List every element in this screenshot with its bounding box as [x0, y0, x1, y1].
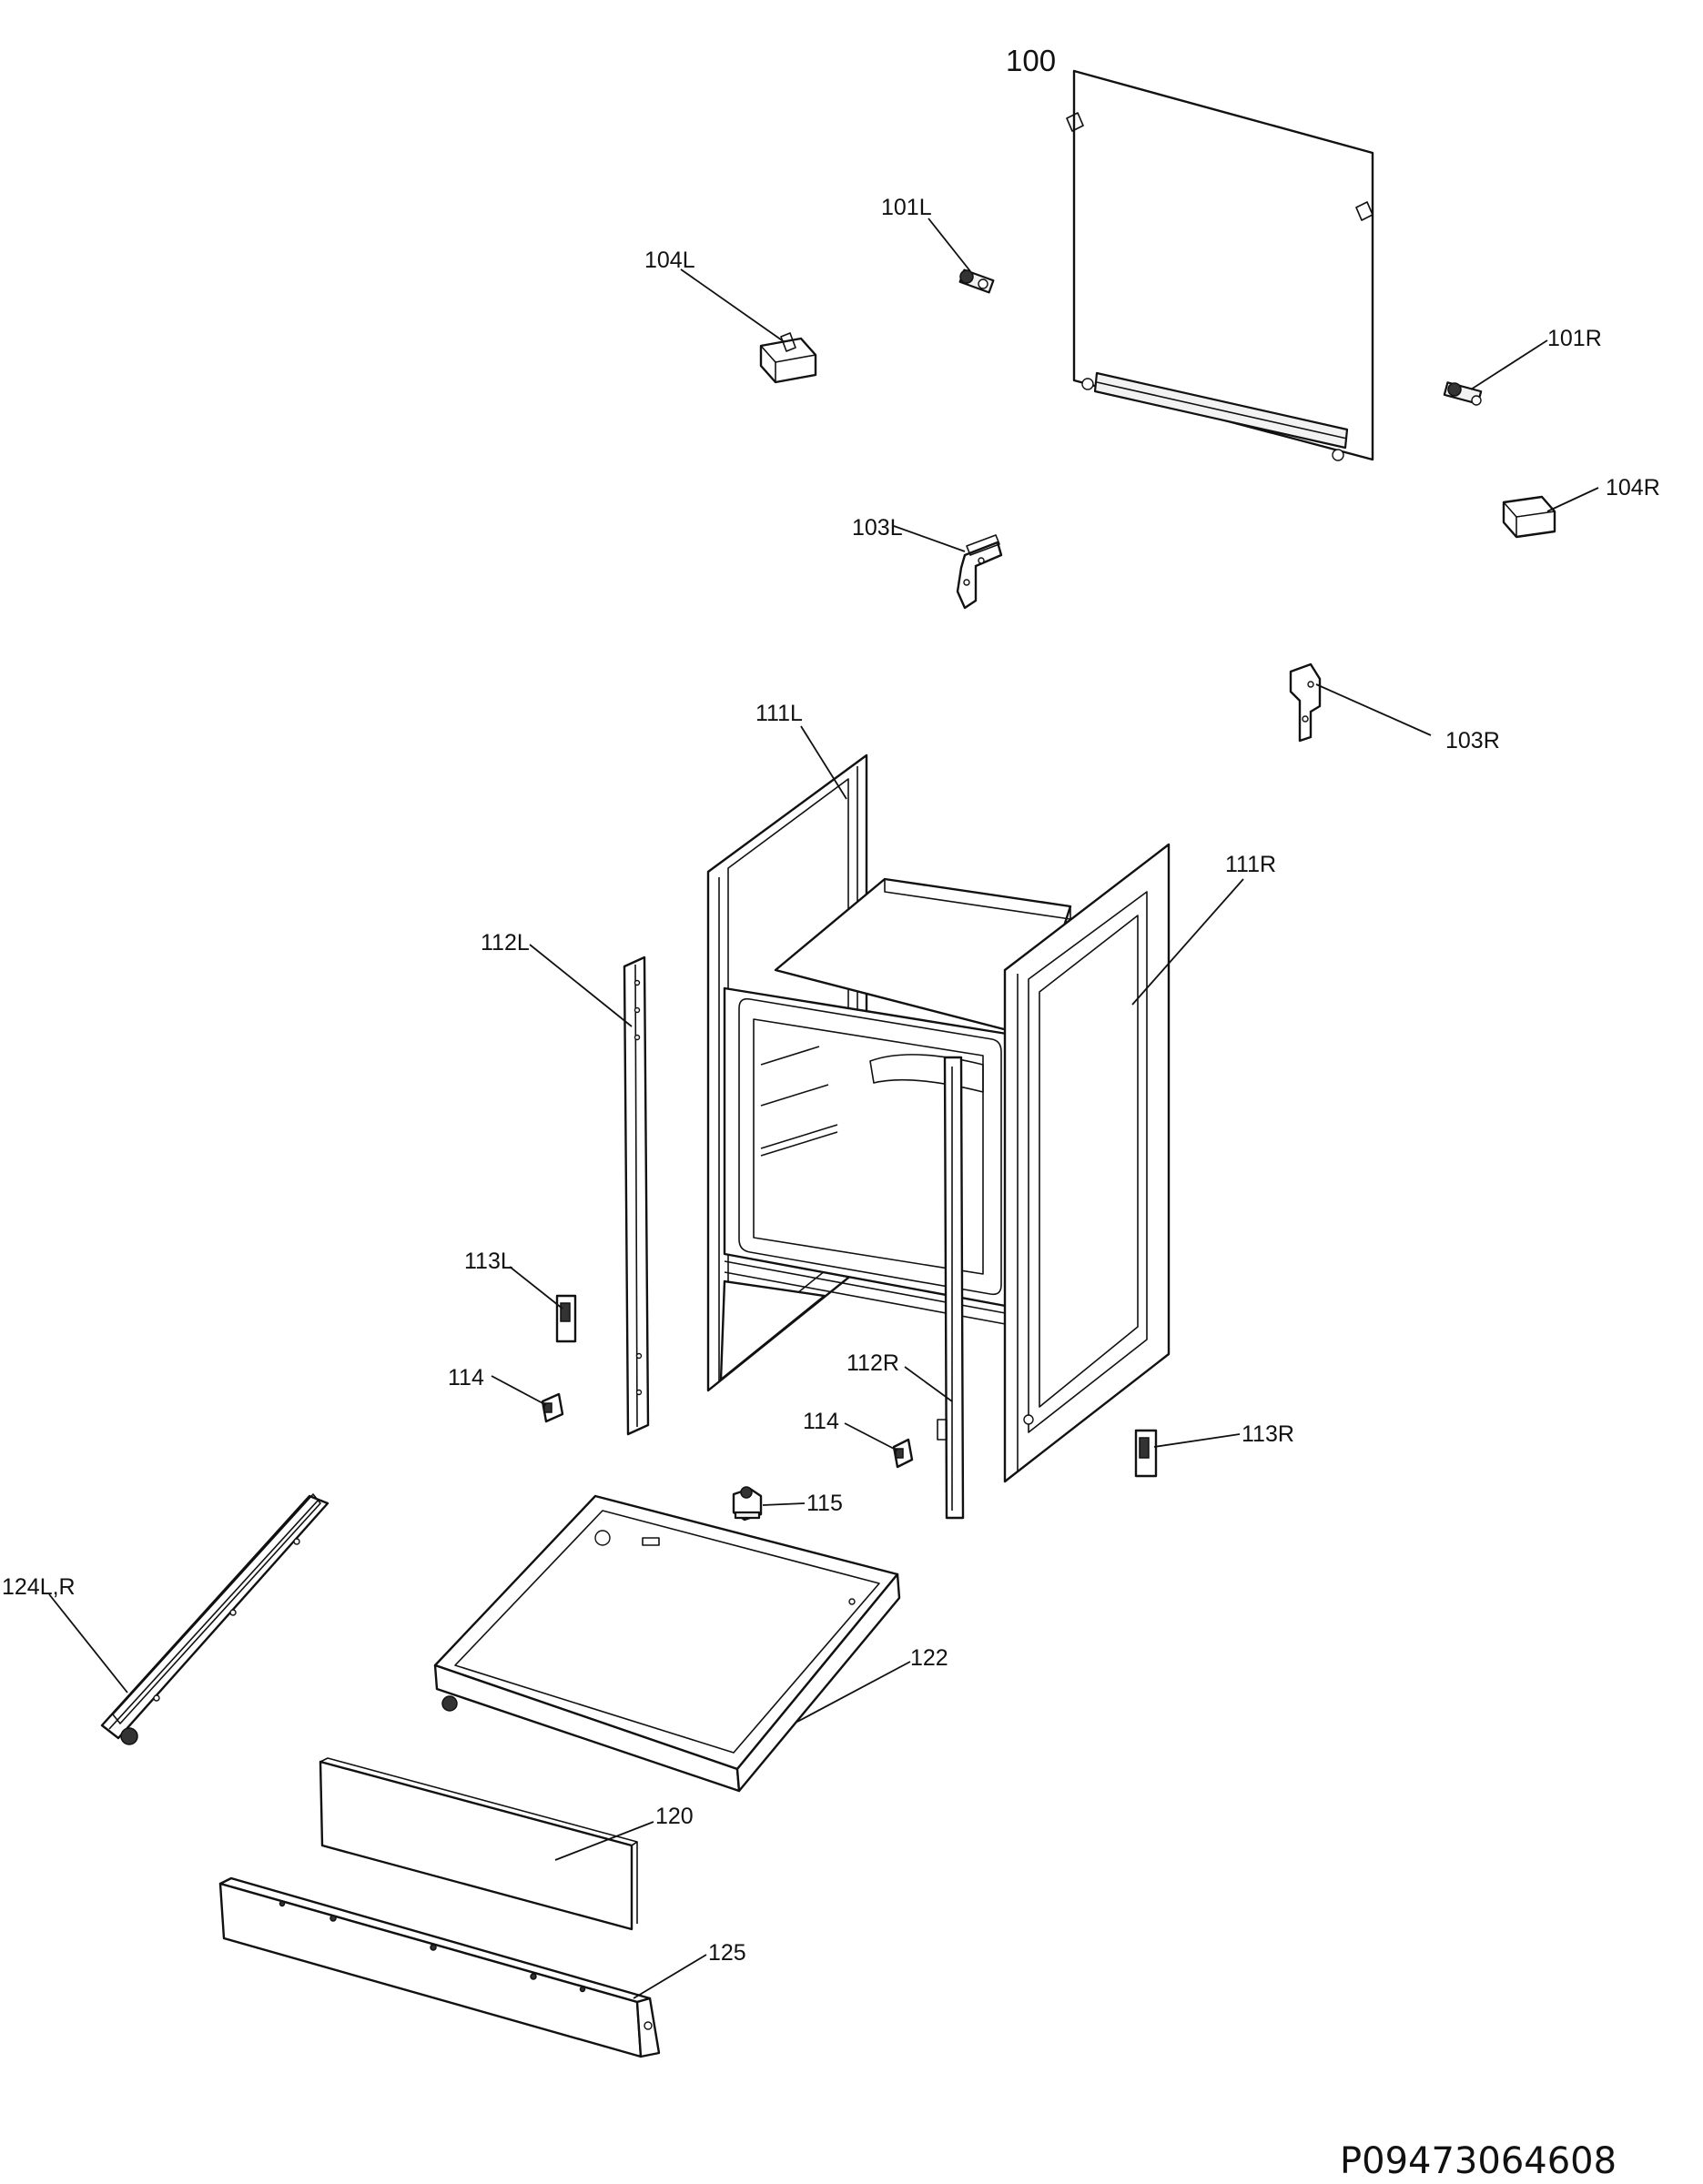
leader-122: [796, 1661, 911, 1723]
oven-cavity: [719, 877, 1072, 1381]
callout-120: 120: [655, 1804, 694, 1829]
part-124LR-drawer-runner: [100, 1493, 329, 1745]
part-122-base-tray: [433, 1494, 901, 1793]
callout-114-right: 114: [803, 1409, 839, 1434]
document-id: P09473064608: [1340, 2140, 1617, 2182]
callout-122: 122: [910, 1645, 948, 1671]
part-101R-hinge-pin: [1443, 381, 1483, 406]
callout-104L: 104L: [644, 248, 695, 273]
leader-112L: [529, 944, 633, 1027]
leader-113L: [509, 1266, 563, 1309]
callout-114-left: 114: [448, 1365, 484, 1390]
leader-104L: [680, 268, 786, 343]
leader-111R: [1131, 878, 1244, 1006]
leader-125: [633, 1954, 707, 1999]
callout-111R: 111R: [1225, 852, 1276, 877]
part-115-adjustable-foot: [732, 1486, 763, 1522]
leader-114-left: [491, 1375, 547, 1406]
leader-112R: [904, 1366, 953, 1402]
leader-101R: [1470, 339, 1548, 390]
callout-113L: 113L: [464, 1249, 513, 1274]
part-113L-hinge-receptacle: [555, 1294, 577, 1343]
callout-115: 115: [806, 1491, 843, 1516]
part-125-kick-plate: [218, 1876, 661, 2058]
leader-113R: [1153, 1433, 1241, 1448]
leader-101L: [928, 217, 971, 272]
part-104L-bracket: [759, 332, 817, 384]
part-112L-left-upright: [623, 956, 650, 1436]
part-112R-front-upright: [937, 1056, 965, 1520]
part-104R-bracket: [1502, 495, 1556, 539]
leader-115: [762, 1502, 806, 1506]
leader-124: [48, 1593, 128, 1694]
callout-113R: 113R: [1242, 1421, 1294, 1447]
callout-103R: 103R: [1445, 728, 1500, 753]
leader-114-right: [844, 1422, 898, 1451]
part-120-drawer-front: [319, 1757, 638, 1931]
callout-112R: 112R: [846, 1350, 899, 1376]
part-114-clip-left: [541, 1392, 564, 1423]
callout-103L: 103L: [852, 515, 903, 541]
callout-101R: 101R: [1547, 326, 1602, 351]
part-111R-right-side-panel: [1003, 843, 1171, 1483]
callout-101L: 101L: [881, 195, 932, 220]
leader-104R: [1546, 487, 1599, 512]
part-114-clip-right: [892, 1438, 914, 1469]
leader-111L: [800, 725, 847, 800]
callout-104R: 104R: [1606, 475, 1660, 500]
leader-103R: [1315, 683, 1432, 736]
part-103R-hinge-bracket: [1289, 662, 1322, 743]
part-100-top-cover: [1066, 69, 1374, 461]
callout-100: 100: [1006, 44, 1056, 77]
callout-124: 124L,R: [2, 1574, 76, 1600]
part-113R-hinge-receptacle: [1134, 1429, 1158, 1478]
part-101L-hinge-pin: [958, 268, 995, 294]
callout-125: 125: [708, 1940, 746, 1966]
leader-120: [554, 1821, 654, 1861]
leader-103L: [893, 525, 966, 552]
callout-111L: 111L: [755, 701, 803, 726]
callout-112L: 112L: [481, 930, 530, 956]
part-103L-hinge-bracket: [956, 534, 1003, 610]
